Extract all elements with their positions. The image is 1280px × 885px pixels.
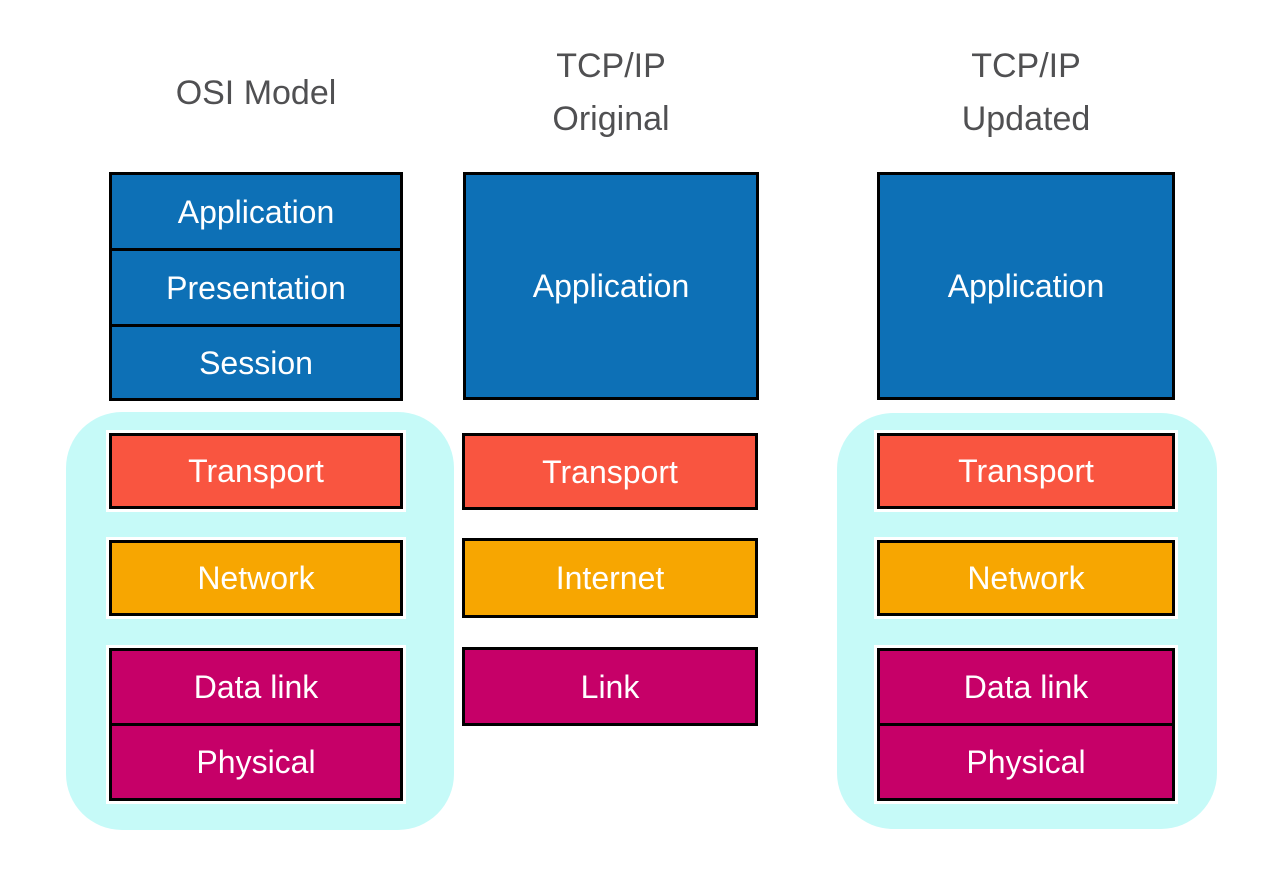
tcpip-updated-layer-network: Network bbox=[877, 540, 1175, 616]
tcpip-original-layer-transport: Transport bbox=[462, 433, 758, 510]
tcpip-updated-layer-data-link: Data link bbox=[877, 648, 1175, 726]
tcpip-updated-column-title: TCP/IP Updated bbox=[876, 40, 1176, 146]
osi-layer-data-link: Data link bbox=[109, 648, 403, 726]
tcpip-original-layer-internet: Internet bbox=[462, 538, 758, 618]
tcpip-updated-layer-physical: Physical bbox=[877, 723, 1175, 801]
tcpip-updated-layer-transport: Transport bbox=[877, 433, 1175, 509]
tcpip-updated-title-line1: TCP/IP bbox=[971, 47, 1081, 85]
osi-layer-application: Application bbox=[109, 172, 403, 251]
osi-upper-stack: Application Presentation Session bbox=[109, 172, 403, 401]
tcpip-original-layer-link: Link bbox=[462, 647, 758, 726]
osi-layer-session: Session bbox=[109, 324, 403, 401]
osi-layer-presentation: Presentation bbox=[109, 248, 403, 327]
osi-column-title: OSI Model bbox=[175, 74, 337, 112]
tcpip-original-title-line1: TCP/IP bbox=[556, 47, 666, 85]
tcpip-original-layer-application: Application bbox=[463, 172, 759, 400]
tcpip-updated-title-line2: Updated bbox=[961, 100, 1091, 138]
tcpip-updated-link-stack: Data link Physical bbox=[877, 648, 1175, 801]
osi-layer-network: Network bbox=[109, 540, 403, 616]
tcpip-updated-layer-application: Application bbox=[877, 172, 1175, 400]
osi-link-stack: Data link Physical bbox=[109, 648, 403, 801]
tcpip-original-title-line2: Original bbox=[552, 100, 670, 138]
osi-layer-physical: Physical bbox=[109, 723, 403, 801]
tcpip-original-column-title: TCP/IP Original bbox=[461, 40, 761, 146]
osi-layer-transport: Transport bbox=[109, 433, 403, 509]
